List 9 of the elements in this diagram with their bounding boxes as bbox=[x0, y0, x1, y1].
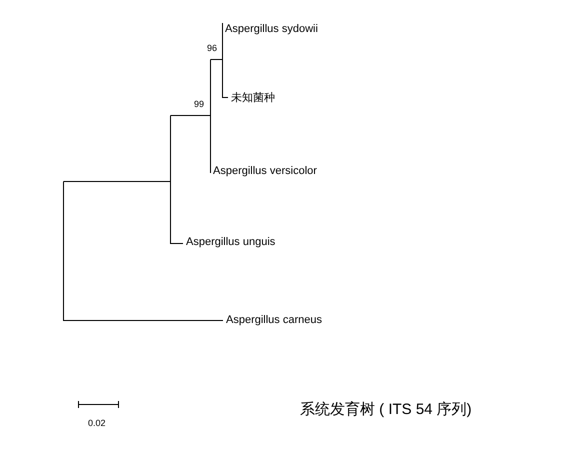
species-label: Aspergillus unguis bbox=[186, 236, 276, 249]
bootstrap-value: 96 bbox=[207, 42, 218, 55]
bootstrap-value: 99 bbox=[194, 98, 204, 111]
caption: 系统发育树 ( ITS 54 序列) bbox=[300, 401, 472, 419]
species-label: Aspergillus versicolor bbox=[213, 165, 317, 178]
species-label: Aspergillus carneus bbox=[226, 314, 322, 327]
species-label: Aspergillus sydowii bbox=[225, 23, 318, 36]
scale-label: 0.02 bbox=[88, 417, 106, 430]
species-label: 未知菌种 bbox=[231, 92, 275, 105]
